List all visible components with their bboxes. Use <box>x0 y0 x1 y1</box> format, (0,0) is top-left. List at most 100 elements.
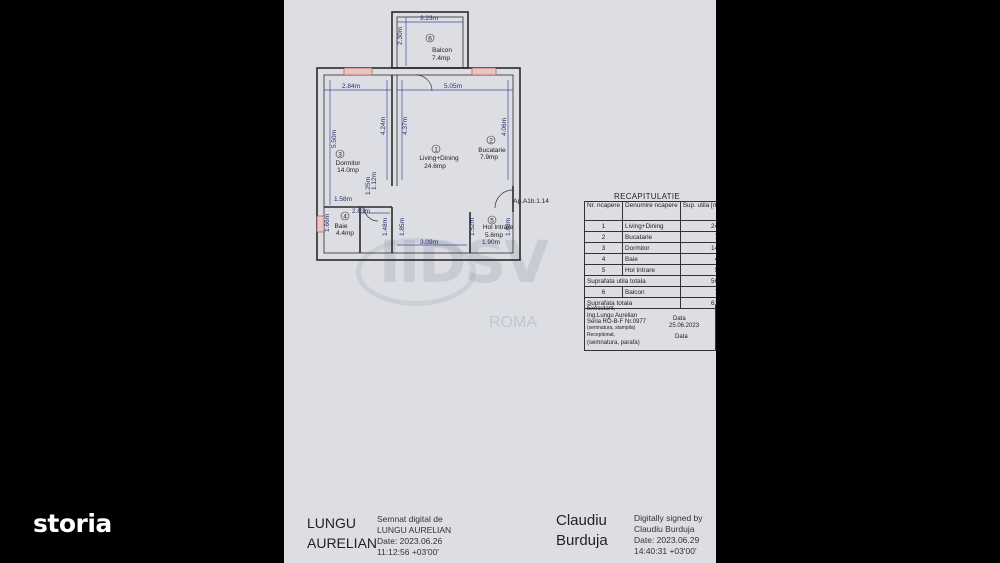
dim-label: 1.48m <box>382 218 389 236</box>
room-area: 7.9mp <box>480 154 498 161</box>
room-nr: 2 <box>583 231 624 243</box>
dim-label: 3.09m <box>420 239 438 246</box>
dim-label: 1.68m <box>505 218 512 236</box>
exec-date-label: Data <box>673 316 686 322</box>
recap-title: RECAPITULATIE <box>614 192 680 201</box>
room-area: 7.9 <box>679 231 716 243</box>
dim-label: 4.24m <box>380 117 387 135</box>
room-name: Hol Intrare <box>622 264 681 276</box>
apartment-code: Ap.A1b.1.14 <box>513 198 549 205</box>
recv-date-label: Data <box>675 334 688 340</box>
util-total-value: 56.5 <box>679 275 716 287</box>
dim-label: 2.84m <box>342 83 360 90</box>
room-area: 24.6mp <box>424 163 446 170</box>
room-name: Balcon <box>432 47 452 54</box>
room-number-marker <box>486 135 496 145</box>
room-name: Baie <box>622 253 681 265</box>
room-nr: 5 <box>583 264 624 276</box>
room-number: 6 <box>428 36 432 43</box>
room-name: Bucatarie <box>478 147 506 154</box>
room-number-marker <box>335 149 345 159</box>
room-area: 5.6mp <box>485 232 503 239</box>
floor-plan-document: IIDSV ROMA <box>284 0 716 563</box>
room-name: Dormitor <box>336 160 362 167</box>
exec-sign: (semnatura, stampila) <box>587 325 636 331</box>
exec-name: Ing.Lungu Aurelian <box>587 313 638 319</box>
room-nr: 3 <box>583 242 624 254</box>
dim-label: 5.05m <box>444 83 462 90</box>
storia-logo: storia <box>33 509 112 538</box>
recv-sign: (semnatura, parafa) <box>587 340 640 346</box>
room-number: 5 <box>490 218 494 225</box>
room-area: 14.0mp <box>337 167 359 174</box>
table-row: 2 Bucatarie 7.9 <box>583 231 716 243</box>
dim-label: 3.23m <box>420 15 438 22</box>
total-row: Suprafata totala 63.9 <box>584 297 716 309</box>
recap-table: Nr. ncapere Denumire ncapere Sup. utila … <box>583 201 716 309</box>
util-total-label: Suprafata utila totala <box>584 275 681 287</box>
room-number-marker <box>425 33 435 43</box>
room-number: 2 <box>489 138 493 145</box>
bedroom-window <box>343 67 373 76</box>
room-name: Living+Dining <box>622 220 681 232</box>
entrance-door-arc <box>494 189 514 209</box>
table-row: 5 Hol Intrare 5.6 <box>583 264 716 276</box>
table-row: 3 Dormitor 14.0 <box>583 242 716 254</box>
watermark-sub: ROMA <box>489 314 537 331</box>
dim-label: 1.58m <box>334 196 352 203</box>
recap-header-area: Sup. utila [mp] <box>679 201 716 221</box>
floor-plan: 3.23m 2.30m 2.84m 5.05m 4.24m 4.37m 4.06… <box>316 11 549 261</box>
room-area: 4.4mp <box>336 230 354 237</box>
executant-block: Executant, Ing.Lungu Aurelian Seria RO-B… <box>584 305 716 351</box>
total-value: 63.9 <box>679 297 716 309</box>
dim-label: 1.52m <box>469 218 476 236</box>
room-name: Bucatarie <box>622 231 681 243</box>
room-area: 24.6 <box>679 220 716 232</box>
room-name: Dormitor <box>622 242 681 254</box>
room-name: Living+Dining <box>419 155 459 162</box>
dim-label: 1.85m <box>399 218 406 236</box>
digital-signature-1: Semnat digital de LUNGU AURELIAN Date: 2… <box>377 514 452 557</box>
digital-signature-2: Digitally signed by Claudiu Burduja Date… <box>634 513 703 556</box>
dim-label: 1.25m <box>365 177 372 195</box>
dim-label: 5.50m <box>331 130 338 148</box>
dim-label: 1.66m <box>324 214 331 232</box>
room-number-marker <box>487 215 497 225</box>
room-number: 3 <box>338 152 342 159</box>
room-number-marker <box>431 144 441 154</box>
dim-label: 4.37m <box>402 117 409 135</box>
kitchen-window <box>471 67 497 76</box>
signature-name-2: Claudiu Burduja <box>556 512 608 549</box>
recap-header-name: Denumire ncapere <box>622 201 681 221</box>
room-name: Hol Intrare <box>483 224 514 231</box>
room-nr: 6 <box>583 286 624 298</box>
dim-label: 4.06m <box>501 118 508 136</box>
bathroom-door-arc <box>363 206 379 222</box>
room-name: Balcon <box>622 286 681 298</box>
room-number-marker <box>340 211 350 221</box>
total-label: Suprafata totala <box>584 297 681 309</box>
balcony-inner <box>396 16 464 69</box>
util-total-row: Suprafata utila totala 56.5 <box>584 275 716 287</box>
room-area: 4.4 <box>679 253 716 265</box>
balcony-door-arc <box>415 74 433 92</box>
watermark-ring <box>356 238 476 306</box>
signature-name-1: LUNGU AURELIAN <box>307 515 378 551</box>
room-number: 1 <box>434 147 438 154</box>
bath-window <box>316 215 325 233</box>
dim-label: 1.90m <box>482 239 500 246</box>
exec-series: Seria RO-B-F Nr.0977 <box>587 319 647 325</box>
exec-date: 25.06.2023 <box>669 323 700 329</box>
room-nr: 1 <box>583 220 624 232</box>
room-nr: 4 <box>583 253 624 265</box>
room-name: Baie <box>334 223 347 230</box>
room-area: 5.6 <box>679 264 716 276</box>
room-area: 7.4 <box>679 286 716 298</box>
room-area: 14.0 <box>679 242 716 254</box>
dim-label: 2.83m <box>352 208 370 215</box>
table-row: 4 Baie 4.4 <box>583 253 716 265</box>
dim-label: 2.30m <box>397 27 404 45</box>
recap-header-row: Nr. ncapere Denumire ncapere Sup. utila … <box>583 201 716 221</box>
room-area: 7.4mp <box>432 55 450 62</box>
table-row: 6 Balcon 7.4 <box>583 286 716 298</box>
